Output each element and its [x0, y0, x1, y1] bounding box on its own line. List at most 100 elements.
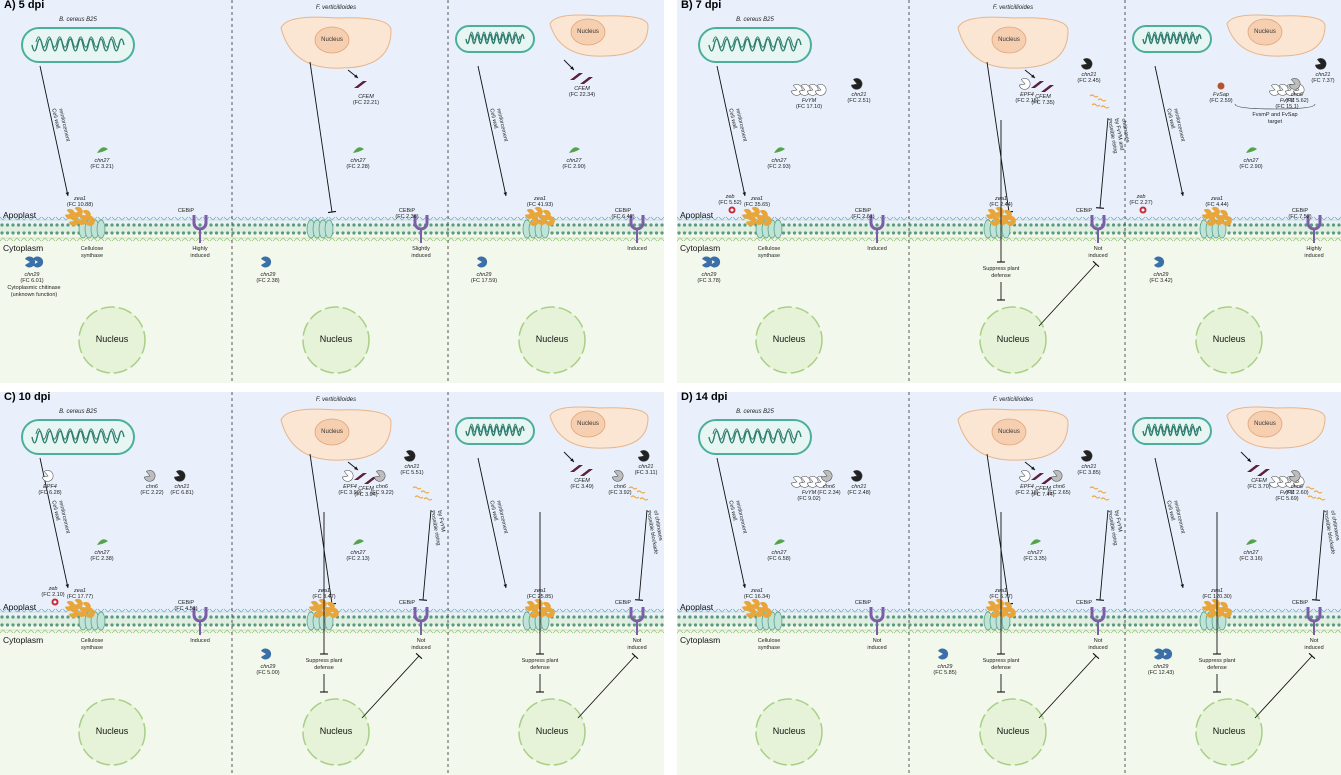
chn6-protein	[1050, 470, 1063, 482]
chn29-protein	[261, 648, 272, 660]
plant-nucleus	[755, 698, 823, 766]
apoplast-label: Apoplast	[3, 602, 37, 612]
chn6-fc: (FC 2.22)	[140, 490, 164, 496]
zeb-fc: (FC 2.10)	[41, 592, 65, 598]
cebip-label: CEBiP	[398, 600, 416, 606]
cfem-protein	[570, 73, 583, 80]
chn21-name: chn21	[1081, 464, 1097, 470]
cfem-protein	[580, 469, 593, 476]
cellulose-label-line: synthase	[80, 644, 103, 651]
cfem-protein	[1257, 469, 1270, 476]
chitin-oligomers	[412, 486, 433, 501]
cebip-receptor	[869, 607, 885, 635]
cellulose-label-line: Cellulose	[757, 638, 781, 644]
chn27-name: chn27	[1027, 550, 1043, 556]
chn29-name: chn29	[1153, 272, 1169, 278]
zea1-name: zea1	[1211, 588, 1223, 594]
cebip-label: CEBiP	[854, 600, 872, 606]
bacterium-name: B. cereus B25	[736, 409, 774, 415]
chn27-fc: (FC 3.35)	[1023, 556, 1047, 562]
chn6-protein	[373, 470, 386, 482]
bacterium-cell	[1132, 25, 1212, 53]
chn27-protein	[1246, 147, 1257, 153]
chn6-name: chn6	[376, 484, 388, 490]
epf4-protein	[41, 470, 54, 482]
chn29-protein	[938, 648, 949, 660]
plant-nucleus	[979, 698, 1047, 766]
plant-nucleus-label: Nucleus	[772, 334, 806, 344]
suppress-label-line: Suppress plant	[982, 658, 1020, 664]
plant-nucleus	[755, 306, 823, 374]
plant-nucleus	[302, 306, 370, 374]
cfem-protein	[1041, 85, 1054, 92]
suppress-label-line: defense	[991, 664, 1011, 671]
cebip-label: CEBiP	[1291, 208, 1309, 214]
chn27-name: chn27	[350, 158, 366, 164]
panel-artwork	[677, 0, 1341, 383]
cebip-status-line: induced	[411, 252, 431, 259]
chn27-name: chn27	[771, 550, 787, 556]
chitin-oligomers	[628, 486, 649, 501]
apoplast-label: Apoplast	[680, 602, 714, 612]
fungal-cell	[1226, 406, 1326, 449]
cfem-protein	[364, 477, 377, 484]
zeb-fc: (FC 5.52)	[718, 200, 742, 206]
chn21-fc: (FC 2.48)	[847, 490, 871, 496]
cebip-label: CEBiP	[1291, 600, 1309, 606]
plant-nucleus-label: Nucleus	[772, 726, 806, 736]
suppress-label-line: Suppress plant	[982, 266, 1020, 272]
chn27-protein	[1246, 539, 1257, 545]
chn29-fc: (FC 2.38)	[256, 278, 280, 284]
plant-nucleus	[78, 306, 146, 374]
cellulose-label-line: Cellulose	[80, 246, 104, 252]
chn6-protein	[820, 470, 833, 482]
fungus-name: F. verticillioides	[315, 397, 357, 403]
cfem-fc: (FC 3.49)	[570, 484, 594, 490]
target-label-line: FvsmP and FvSap	[1252, 112, 1298, 118]
chn27-name: chn27	[94, 158, 110, 164]
suppress-label-line: defense	[530, 664, 550, 671]
cfem-name: CFEM	[574, 86, 590, 92]
fungal-nucleus-label: Nucleus	[998, 37, 1020, 43]
zea1-name: zea1	[74, 588, 86, 594]
panel-title: D) 14 dpi	[681, 392, 728, 403]
chn21-protein	[173, 470, 186, 482]
zea1-name: zea1	[74, 196, 86, 202]
plant-nucleus-label: Nucleus	[95, 726, 129, 736]
chn6-protein	[143, 470, 156, 482]
chn21-fc: (FC 7.37)	[1311, 78, 1335, 84]
chn29-name: chn29	[260, 664, 276, 670]
chn29-name: chn29	[24, 272, 40, 278]
fungal-nucleus-label: Nucleus	[1254, 421, 1276, 427]
chn27-fc: (FC 3.16)	[1239, 556, 1263, 562]
cebip-status-line: Not	[1093, 246, 1103, 252]
chn29-fc: (FC 5.00)	[256, 670, 280, 676]
target-label-line: target	[1267, 118, 1283, 125]
zea1-name: zea1	[318, 588, 330, 594]
chn27-name: chn27	[566, 158, 582, 164]
fungal-cell	[280, 408, 392, 461]
cebip-status-line: induced	[867, 644, 887, 651]
chn29-protein	[261, 256, 272, 268]
suppress-label-line: defense	[1207, 664, 1227, 671]
chn21-fc: (FC 2.51)	[847, 98, 871, 104]
cebip-status-line: Slightly	[412, 246, 430, 252]
chn21-name: chn21	[404, 464, 420, 470]
chn6-fc: (FC 2.65)	[1047, 490, 1071, 496]
plant-nucleus	[979, 306, 1047, 374]
chn29-name: chn29	[476, 272, 492, 278]
epf4-name: EPF4	[43, 484, 57, 490]
plant-nucleus-label: Nucleus	[319, 726, 353, 736]
plant-nucleus-label: Nucleus	[95, 334, 129, 344]
cfem-protein	[1247, 465, 1260, 472]
chn29-protein	[477, 256, 488, 268]
chn6-protein	[1288, 470, 1301, 482]
cfem-fc: (FC 3.04)	[354, 492, 378, 498]
chn6-fc: (FC 9.22)	[370, 490, 394, 496]
zea1-fc: (FC 6.77)	[989, 594, 1013, 600]
cebip-receptor	[629, 607, 645, 635]
fungal-nucleus-label: Nucleus	[577, 29, 599, 35]
chn29-protein	[702, 256, 713, 268]
chn27-name: chn27	[771, 158, 787, 164]
